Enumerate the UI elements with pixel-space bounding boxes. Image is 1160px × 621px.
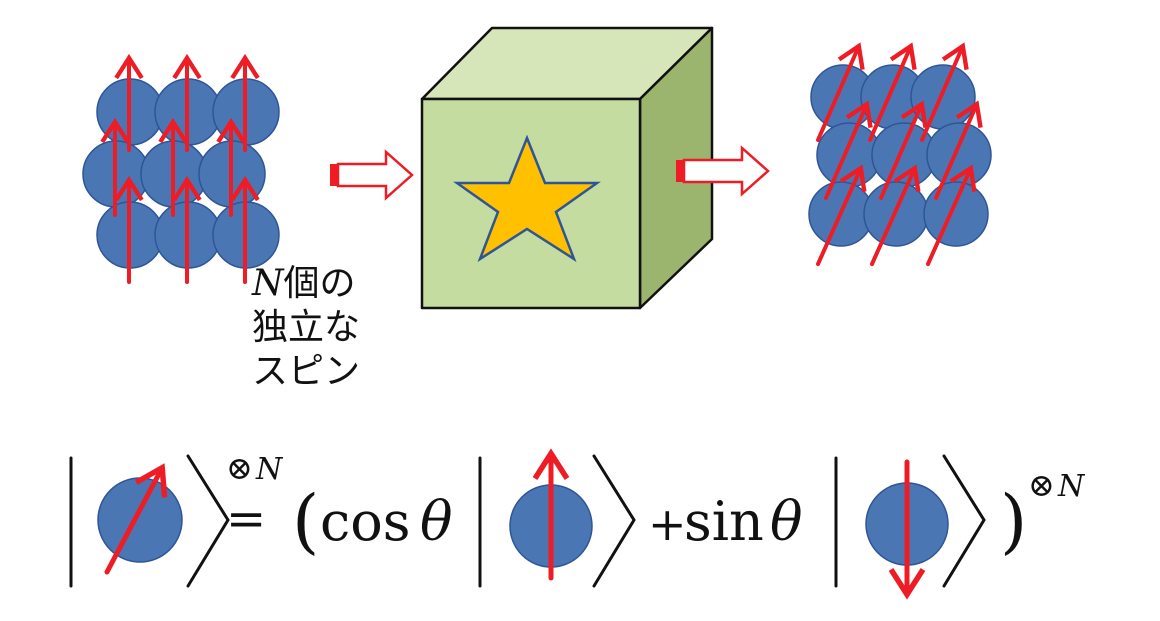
label-line-2: 独立な [252,307,361,348]
open-paren: ( [292,480,319,562]
ket-angle [592,454,636,588]
close-paren: ) [1000,480,1027,562]
ket-angle [942,454,986,588]
arrow-tail-block [676,160,684,182]
tensor-power-exponent: N [1057,469,1086,504]
theta-symbol: θ [770,490,803,553]
input-spin-lattice [82,53,280,284]
spin-tilted-arrow [816,42,865,142]
spin-tilted-arrow [926,164,977,266]
plus-sign: + [648,497,687,551]
equals-sign: = [226,491,266,547]
spin-atom [926,122,992,188]
spin-atom [923,181,989,247]
spin-tilted-arrow [824,100,873,200]
state-equation: ⊗ N = ( cos θ + sin θ ) ⊗ N [69,448,1086,600]
spin-tilted-arrow [879,100,928,200]
spin-tilted-arrow [104,463,168,575]
label-line-1-rest: 個の [283,263,356,304]
tensor-power-symbol: ⊗ [1028,466,1055,504]
hollow-right-arrow-icon [330,149,414,201]
spin-atom [97,477,183,563]
ket-angle [186,454,230,588]
spin-atoms [82,78,280,269]
spin-tilted-arrow [868,42,917,142]
label-line-3: スピン [252,351,361,392]
arrow-tail-block [330,164,338,186]
hollow-right-arrow-icon [676,145,770,197]
output-spin-lattice [808,42,992,266]
spin-tilted-arrow [870,164,921,266]
independent-spins-label: N個の 独立な スピン [252,262,360,394]
spin-up-arrows [100,53,260,284]
label-var-n: N [252,263,284,304]
tensor-power-symbol: ⊗ [226,449,253,487]
sin-word: sin [684,490,764,553]
spin-tilted-arrow [934,100,983,200]
cube-icon [420,26,714,310]
theta-symbol: θ [420,490,453,553]
ket-spin-down [834,454,986,600]
ket-spin-up [478,448,636,588]
spin-tilted-arrows [816,42,983,266]
tensor-power-exponent: N [255,452,284,487]
spin-tilted-arrow [920,42,969,142]
arrow-outline [682,145,770,197]
ket-tilted-spin [69,454,230,588]
spin-atom [910,64,976,130]
cos-word: cos [320,490,410,553]
label-line-1: N個の [252,262,360,306]
arrow-outline [336,149,414,201]
star-icon [453,134,601,263]
spin-tilted-arrow [816,164,867,266]
spin-atoms [808,64,992,247]
